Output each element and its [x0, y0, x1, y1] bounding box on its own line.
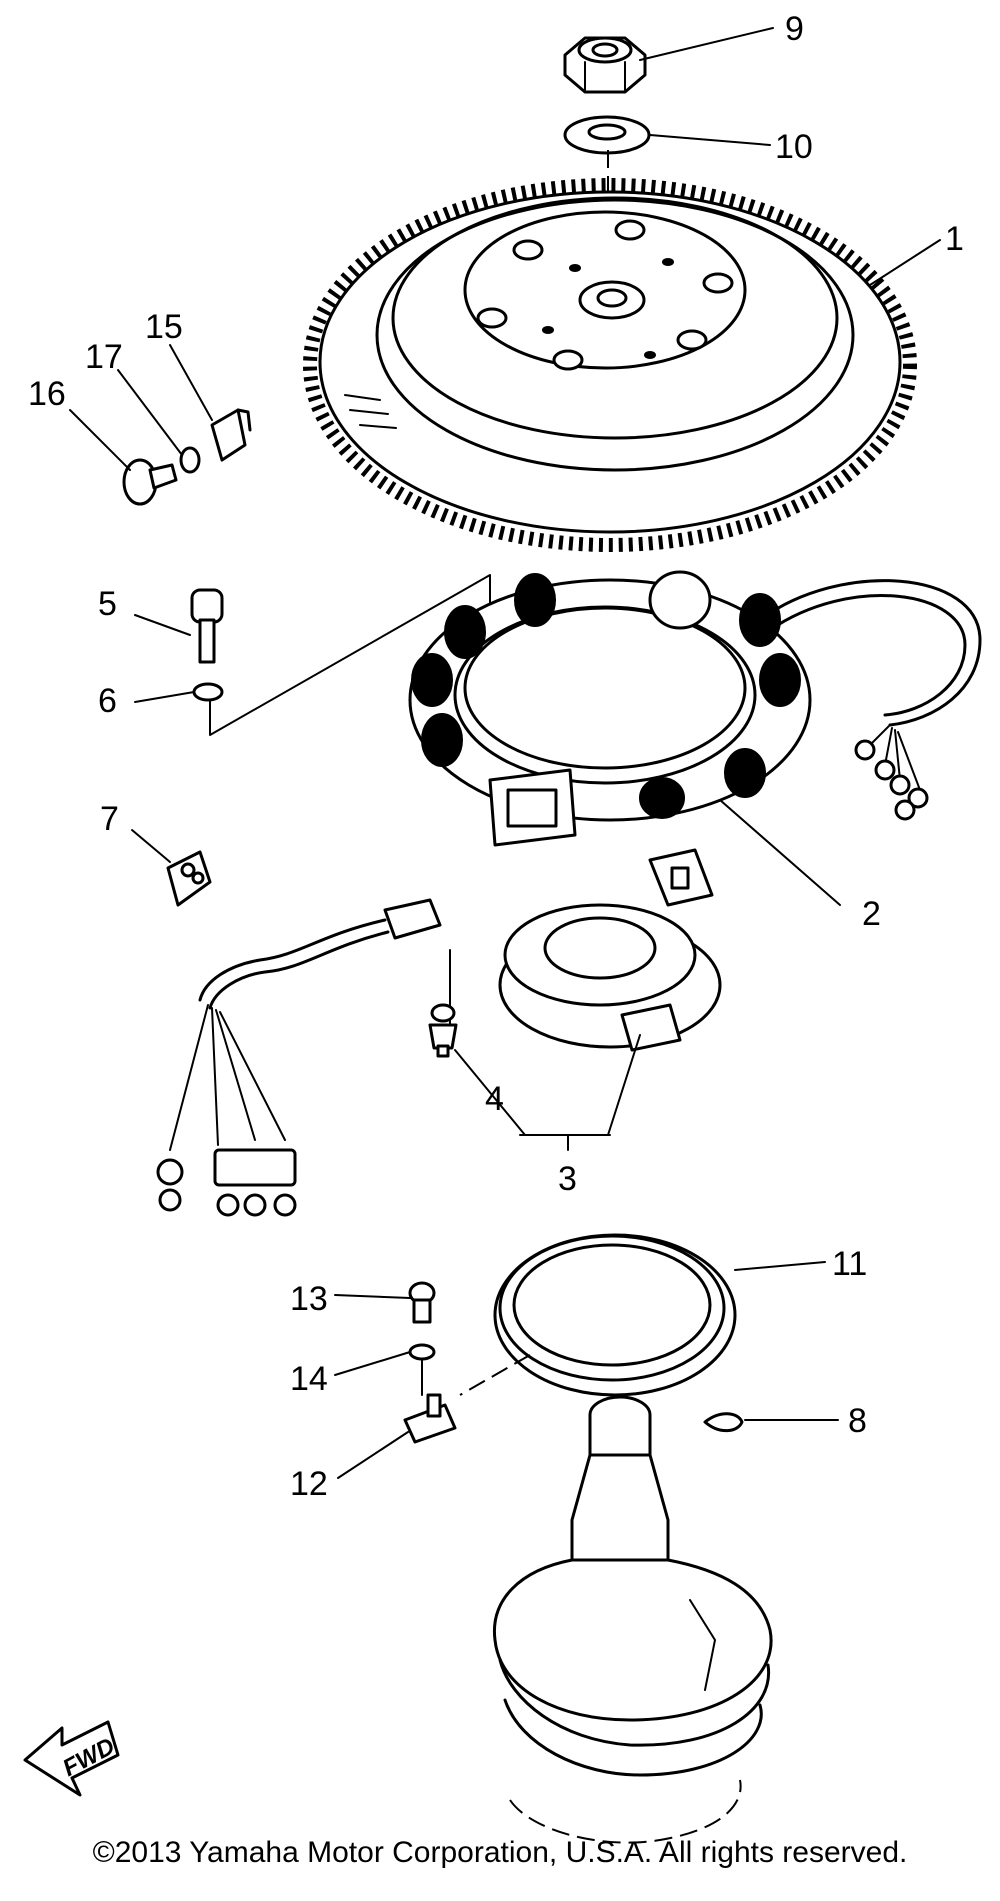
part-10-washer: [563, 115, 651, 155]
callout-5: 5: [98, 585, 117, 623]
callout-16: 16: [28, 375, 66, 413]
callout-2: 2: [862, 895, 881, 933]
leader-lines: [69, 27, 941, 1479]
part-4-screw: [428, 1003, 458, 1058]
part-1-flywheel: [303, 178, 917, 552]
part-7-clamp: [166, 850, 212, 907]
part-2-stator: [408, 570, 982, 847]
callout-13: 13: [290, 1280, 328, 1318]
callout-6: 6: [98, 682, 117, 720]
callout-15: 15: [145, 308, 183, 346]
callout-14: 14: [290, 1360, 328, 1398]
part-3-pulser-assembly: [156, 848, 722, 1217]
assembly-line-ring: [459, 1354, 531, 1396]
copyright-notice: ©2013 Yamaha Motor Corporation, U.S.A. A…: [92, 1836, 908, 1869]
part-13-screw: [408, 1281, 436, 1324]
part-15-bracket: [210, 408, 252, 462]
callout-1: 1: [945, 220, 964, 258]
part-6-washer: [192, 682, 224, 702]
callout-4: 4: [485, 1080, 504, 1118]
callout-12: 12: [290, 1465, 328, 1503]
part-14-washer: [408, 1343, 436, 1361]
part-16-screw: [122, 458, 178, 506]
part-17-washer: [179, 446, 201, 474]
part-11-ring: [493, 1233, 737, 1397]
fwd-arrow-icon: FWD: [23, 1720, 120, 1797]
callout-3: 3: [558, 1160, 577, 1198]
part-5-bolt: [190, 588, 224, 664]
callout-9: 9: [785, 10, 804, 48]
callouts: 9 10 1 15 17 16 5 6 7 2 4 3 11 13 14 8 1…: [28, 10, 964, 1503]
part-9-nut: [563, 36, 647, 94]
callout-11: 11: [832, 1245, 867, 1283]
callout-8: 8: [848, 1402, 867, 1440]
part-8-key: [703, 1412, 744, 1433]
crankshaft: [492, 1395, 773, 1844]
part-12-bracket: [403, 1393, 457, 1444]
callout-7: 7: [100, 800, 119, 838]
callout-17: 17: [85, 338, 123, 376]
callout-10: 10: [775, 128, 813, 166]
